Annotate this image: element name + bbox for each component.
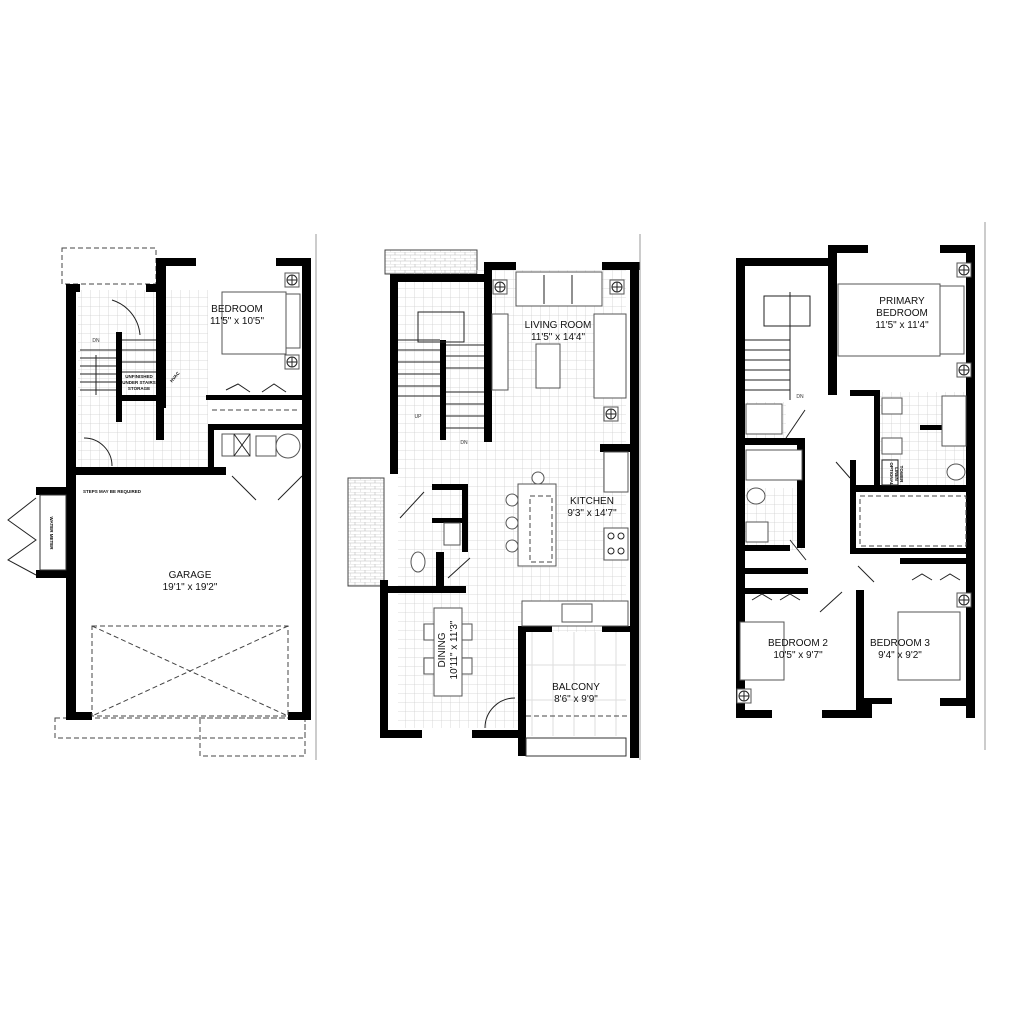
stairs-upper: DN: [745, 292, 811, 400]
tub: [745, 449, 803, 481]
toilet: [946, 463, 966, 481]
entry-porch-outline: [61, 247, 157, 285]
svg-text:BEDROOM 3: BEDROOM 3: [870, 638, 930, 649]
washer: [255, 435, 277, 457]
svg-text:PRIMARY: PRIMARY: [879, 296, 925, 307]
toilet: [746, 487, 766, 505]
stairs-main: UP DN: [398, 311, 484, 446]
property-lines: [315, 222, 986, 760]
svg-text:9'3" x 14'7": 9'3" x 14'7": [567, 508, 617, 519]
balcony-door-swing[interactable]: [484, 697, 516, 729]
svg-text:BEDROOM 2: BEDROOM 2: [768, 638, 828, 649]
svg-text:11'5" x 10'5": 11'5" x 10'5": [210, 316, 265, 327]
svg-text:STORAGE: STORAGE: [128, 386, 150, 391]
driveway-outline: [54, 717, 306, 739]
powder-sink: [443, 522, 461, 546]
vent-icon: [956, 362, 972, 378]
garage-door-outline: [91, 625, 289, 717]
svg-text:DN: DN: [92, 338, 100, 344]
vent-icon: [956, 592, 972, 608]
entry-door-swing[interactable]: [111, 299, 141, 336]
svg-text:LIVING ROOM: LIVING ROOM: [525, 320, 592, 331]
dining-table: [433, 607, 463, 697]
svg-text:WATER METER: WATER METER: [49, 517, 54, 551]
coffee-table: [535, 343, 561, 389]
garage-entry-door-swing[interactable]: [83, 437, 113, 467]
svg-text:UP: UP: [415, 414, 423, 420]
svg-text:DN: DN: [796, 394, 804, 400]
fridge: [603, 451, 629, 493]
svg-text:11'5" x 11'4": 11'5" x 11'4": [875, 320, 929, 331]
water-heater: [275, 433, 301, 459]
garage-doors-double[interactable]: [231, 475, 303, 501]
svg-text:BEDROOM: BEDROOM: [876, 308, 928, 319]
svg-text:STEPS MAY BE REQUIRED: STEPS MAY BE REQUIRED: [83, 489, 142, 494]
svg-text:19'1" x 19'2": 19'1" x 19'2": [163, 582, 218, 593]
closet-doors[interactable]: [225, 383, 287, 393]
powder-door[interactable]: [399, 491, 471, 579]
svg-text:BEDROOM: BEDROOM: [211, 304, 263, 315]
svg-text:UNDER STAIRS: UNDER STAIRS: [122, 380, 155, 385]
tub-primary: [941, 395, 967, 447]
svg-text:OPTIONAL: OPTIONAL: [889, 462, 894, 486]
vent-icon: [284, 272, 300, 288]
stove: [603, 527, 629, 561]
walk-in-closet: [859, 495, 967, 547]
svg-text:9'4" x 9'2": 9'4" x 9'2": [878, 650, 922, 661]
vent-icon: [956, 262, 972, 278]
svg-text:LINEN: LINEN: [894, 467, 899, 481]
sink: [561, 603, 593, 623]
svg-text:10'11" x 11'3": 10'11" x 11'3": [449, 620, 460, 679]
svg-text:UNFINISHED: UNFINISHED: [125, 374, 153, 379]
vent-icon: [284, 354, 300, 370]
sink: [745, 521, 769, 543]
svg-text:TOWER: TOWER: [899, 466, 904, 483]
svg-text:GARAGE: GARAGE: [169, 570, 212, 581]
door-swings[interactable]: [785, 409, 875, 613]
bed-3: [897, 611, 961, 681]
vent-icon: [609, 279, 625, 295]
vent-icon: [492, 279, 508, 295]
svg-text:10'5" x 9'7": 10'5" x 9'7": [773, 650, 823, 661]
stairs-lower: DN: [80, 338, 156, 395]
svg-text:11'5" x 14'4": 11'5" x 14'4": [531, 332, 586, 343]
upper-floor: DN OPTIONAL LINEN TOWER PRIMARY BEDROOM …: [736, 245, 975, 718]
kitchen-island: [517, 483, 557, 567]
vent-icon: [603, 406, 619, 422]
vent-icon: [736, 688, 752, 704]
lower-floor: DN UNFINISHED UNDER STAIRS STORAGE HVAC …: [7, 247, 311, 757]
svg-text:8'6" x 9'9": 8'6" x 9'9": [554, 694, 598, 705]
side-step-brick: [347, 477, 385, 587]
svg-text:DN: DN: [460, 440, 468, 446]
svg-text:BALCONY: BALCONY: [552, 682, 600, 693]
washer-dryer: [745, 403, 783, 435]
closet-doors[interactable]: [751, 573, 961, 601]
sofa-side: [593, 313, 627, 399]
sofa: [515, 271, 603, 307]
apron-outline: [199, 717, 306, 757]
main-floor: UP DN LIVING ROOM 11'5" x 14'4" KITCHEN …: [347, 249, 640, 758]
bed-2: [739, 621, 785, 681]
svg-text:KITCHEN: KITCHEN: [570, 496, 614, 507]
svg-text:DINING: DINING: [437, 632, 448, 667]
fireplace: [491, 313, 509, 391]
foyer-tile: [78, 290, 208, 468]
toilet: [410, 551, 426, 573]
water-meter-doors[interactable]: [7, 497, 37, 576]
